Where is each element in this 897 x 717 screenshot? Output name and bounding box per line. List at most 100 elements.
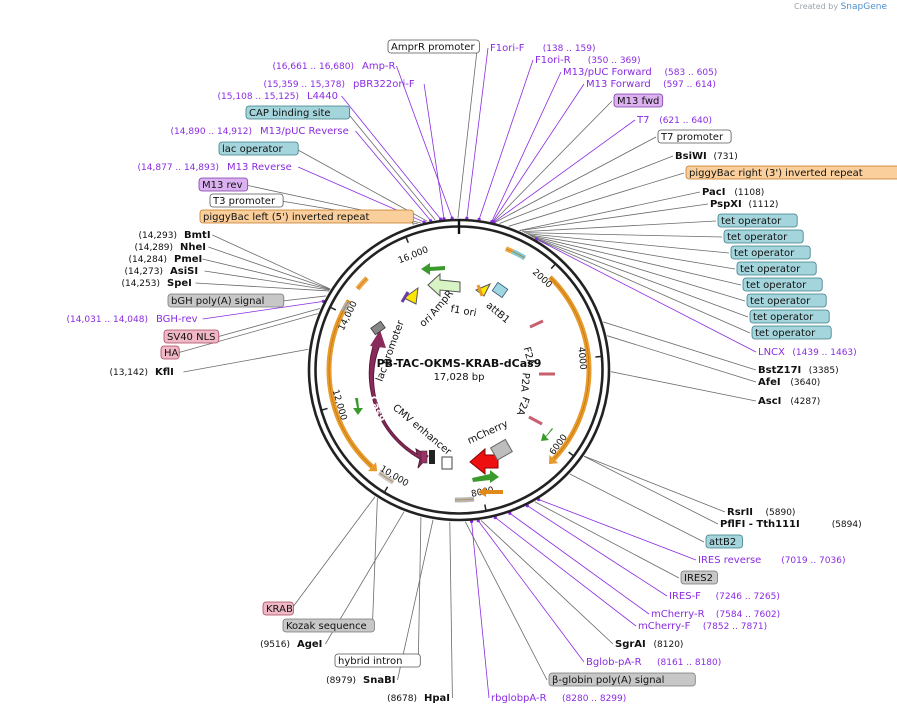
leader-line <box>296 148 428 222</box>
label-pflfi: PflFI - Tth111I(5894) <box>720 519 862 530</box>
leader-line <box>204 270 330 291</box>
leader-line <box>493 119 636 223</box>
label-text: SpeI <box>167 278 192 289</box>
feature-arc-bgh-arc <box>340 301 351 313</box>
label-box <box>746 293 827 308</box>
center-title: PB-TAC-OKMS-KRAB-dCas9 17,028 bp <box>377 357 542 383</box>
label-bmti: BmtI (14,293) <box>138 230 210 241</box>
leader-line <box>281 295 327 302</box>
label-box <box>199 209 414 224</box>
label-ires-f: IRES-F(7246 .. 7265) <box>669 591 780 602</box>
leader-line <box>534 501 680 579</box>
label-text: BmtI <box>184 230 211 241</box>
label-text: BGH-rev <box>156 314 198 325</box>
label-text: M13 Forward <box>586 79 651 90</box>
label-sv40-nls: SV40 NLS <box>163 329 220 344</box>
label-m13-forward: M13 Forward(597 .. 614) <box>586 79 716 90</box>
leader-line <box>492 100 613 223</box>
f2a-marker-2 <box>528 415 543 426</box>
label-ires-reverse: IRES reverse(7019 .. 7036) <box>698 555 845 566</box>
leader-line <box>524 232 723 238</box>
label-rbglobpa-r: rbglobpA-R(8280 .. 8299) <box>491 693 626 704</box>
label-text: Kozak sequence <box>286 621 367 632</box>
leader-line <box>477 520 585 663</box>
leader-line <box>183 348 309 373</box>
label-text: mCherry-F <box>638 621 691 632</box>
leader-line <box>535 238 751 334</box>
mcherry-arrow <box>469 447 499 476</box>
label-box <box>742 277 823 292</box>
label-box <box>262 601 294 616</box>
green-arrow-left <box>353 398 363 415</box>
label-range: (8678) <box>387 694 417 704</box>
label-lncx: LNCX(1439 .. 1463) <box>758 347 857 358</box>
label-text: NheI <box>180 242 206 253</box>
label-text: F1ori-R <box>535 55 571 66</box>
label-text: AscI <box>758 396 781 407</box>
orange-arrow-bottom <box>478 487 503 497</box>
label-text: IRES2 <box>684 573 713 584</box>
ampr-arrow <box>427 272 461 298</box>
backbone-inner-circle <box>314 225 604 515</box>
leader-line <box>569 473 705 543</box>
backbone-outer-circle <box>307 218 611 522</box>
label-range: (4287) <box>790 397 820 407</box>
inner-label-p2a: P2A <box>518 372 531 392</box>
leader-line <box>466 47 489 219</box>
label-bsiwi: BsiWI(731) <box>675 151 738 162</box>
feature-arc-cmv-enhancer-arc <box>377 470 395 485</box>
leader-line <box>527 505 668 597</box>
label-bgh-polya: bGH poly(A) signal <box>167 293 285 308</box>
label-text: piggyBac right (3') inverted repeat <box>689 168 863 179</box>
label-text: lac operator <box>222 144 283 155</box>
plasmid-ring <box>307 218 611 522</box>
label-text: attB2 <box>709 537 736 548</box>
label-text: SnaBI <box>363 675 395 686</box>
leader-line <box>508 172 685 227</box>
label-m13-rev: M13 rev <box>198 177 249 192</box>
label-text: PacI <box>702 187 725 198</box>
leader-line <box>603 321 757 371</box>
label-text: T7 promoter <box>660 132 724 143</box>
leader-line <box>208 246 331 290</box>
label-f1ori-f: F1ori-F(138 .. 159) <box>490 43 596 54</box>
label-box <box>548 672 696 687</box>
label-box <box>657 129 732 144</box>
leader-line <box>341 95 441 220</box>
leader-line <box>355 130 431 221</box>
ring-tick <box>484 504 487 512</box>
label-range: (8979) <box>326 676 356 686</box>
label-range: (350 .. 369) <box>588 56 641 66</box>
label-text: KRAB <box>266 604 293 615</box>
label-range: (1108) <box>734 188 764 198</box>
leader-line <box>606 335 757 383</box>
leader-line <box>509 512 650 615</box>
label-range: (5894) <box>832 520 862 530</box>
label-t7-promoter: T7 promoter <box>657 129 732 144</box>
label-text: LNCX <box>758 347 785 358</box>
label-rsrii: RsrII(5890) <box>727 507 795 518</box>
label-box <box>680 570 718 585</box>
arc-outline <box>342 302 349 312</box>
leader-line <box>526 233 730 254</box>
plasmid-name: PB-TAC-OKMS-KRAB-dCas9 <box>377 357 542 370</box>
arc-outline <box>379 472 394 483</box>
arc-arrowhead <box>548 454 559 465</box>
label-range: (14,293) <box>138 231 177 241</box>
arc-outline <box>512 251 526 259</box>
label-range: (7584 .. 7602) <box>716 610 780 620</box>
violet-marker <box>400 291 410 303</box>
label-bstz17i: BstZ17I(3385) <box>758 365 839 376</box>
label-range: (7852 .. 7871) <box>703 622 767 632</box>
label-m13-puc-forward: M13/pUC Forward(583 .. 605) <box>563 67 717 78</box>
label-text: piggyBac left (5') inverted repeat <box>203 212 369 223</box>
ring-tick-label: 16,000 <box>397 245 430 266</box>
leader-line <box>480 520 614 645</box>
label-range: (14,890 .. 14,912) <box>171 127 252 137</box>
ires-box <box>489 438 513 461</box>
label-text: RsrII <box>727 507 753 518</box>
label-range: (14,273) <box>124 267 163 277</box>
leader-line <box>202 301 324 320</box>
leader-line <box>216 308 321 338</box>
